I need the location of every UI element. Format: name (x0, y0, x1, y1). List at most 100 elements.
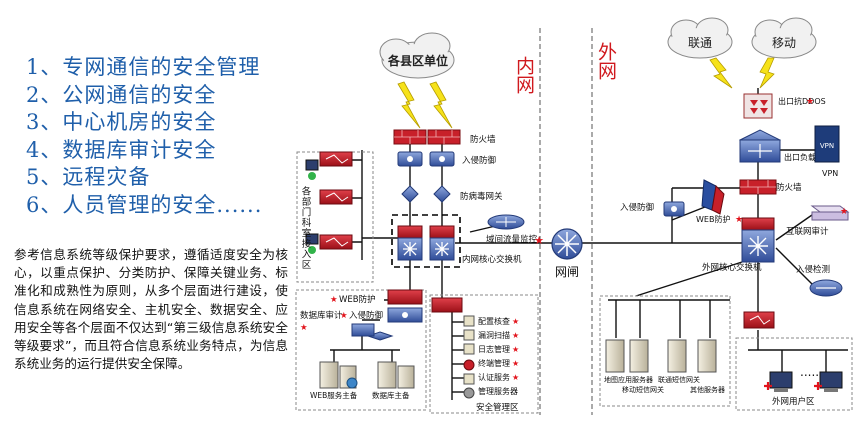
label-sms-gateway: 移动短信网关 (622, 385, 664, 394)
star-icon: ★ (512, 331, 519, 340)
security-tool-icons (463, 315, 475, 399)
list-item: 4、数据库审计安全 (26, 137, 217, 162)
ips-icon (387, 307, 423, 323)
security-topic-list: 1、专网通信的安全管理 2、公网通信的安全 3、中心机房的安全 4、数据库审计安… (26, 54, 262, 219)
label-mgmt-server: 管理服务器 (478, 386, 518, 396)
internet-audit-icon (810, 205, 850, 221)
label-config-check: 配置核查 (478, 316, 510, 326)
dept-switch-icon (319, 151, 353, 167)
label-gateway: 网闸 (555, 265, 579, 279)
label-load-balance: 出口负载 (784, 152, 816, 162)
firewall-icon (393, 129, 427, 145)
label-other-server: 其他服务器 (690, 385, 725, 394)
cloud-icon: 移动 (751, 17, 817, 59)
lightning-icon (429, 81, 453, 129)
list-item: 5、远程灾备 (26, 165, 151, 189)
dept-switch-icon (319, 189, 353, 205)
connection-lines (330, 88, 848, 400)
firewall-icon (739, 179, 777, 195)
lightning-icon (759, 57, 775, 89)
cloud-icon: 联通 (667, 17, 733, 59)
label-ips-dc: 入侵防御 (349, 310, 383, 321)
star-icon: ★ (330, 295, 338, 305)
label-internet-audit: 互联网审计 (786, 226, 829, 237)
ips-icon (663, 201, 685, 217)
cloud-label: 移动 (772, 36, 796, 50)
label-firewall-inner: 防火墙 (470, 134, 496, 145)
star-icon: ★ (512, 359, 519, 368)
star-icon: ★ (300, 323, 308, 333)
user-pc-icon (814, 371, 843, 392)
pc-icon (305, 233, 319, 254)
label-ddos: 出口抗DDOS (778, 96, 826, 106)
vpn-icon: VPN (814, 125, 840, 163)
label-ips-inner: 入侵防御 (462, 155, 496, 166)
star-icon: ★ (512, 345, 519, 354)
server-area-box (599, 295, 731, 407)
label-inner-core: 内网核心交换机 (462, 254, 522, 265)
lightning-icon (397, 81, 421, 129)
ips-icon (429, 151, 455, 167)
star-icon: ★ (512, 317, 519, 326)
firewall-icon (427, 129, 461, 145)
label-firewall-outer: 防火墙 (776, 182, 802, 193)
security-switch-icon (431, 297, 463, 313)
label-dept-rooms: 各部门科室接入区 (300, 185, 312, 270)
cloud-icon: 各县区单位 (379, 32, 455, 79)
label-security-zone: 安全管理区 (476, 402, 519, 413)
star-icon: ★ (512, 373, 519, 382)
dept-switch-icon (319, 234, 353, 250)
list-item: 6、人员管理的安全...... (26, 192, 263, 217)
user-area-box (735, 337, 853, 411)
label-ips-outer: 入侵防御 (620, 202, 654, 213)
label-auth-service: 认证服务 (478, 372, 510, 382)
flow-monitor-icon (487, 214, 525, 230)
star-icon: ★ (534, 234, 544, 247)
core-switch-icon (429, 225, 455, 261)
db-audit-icon (351, 323, 394, 341)
zone-label-outer: 外网 (595, 42, 617, 80)
star-icon: ★ (735, 215, 743, 225)
label-terminal-mgmt: 终端管理 (478, 358, 510, 368)
star-icon: ★ (840, 207, 848, 217)
user-pc-icon (764, 371, 793, 392)
pc-icon (305, 159, 319, 180)
server-icon (605, 339, 717, 373)
list-item: 2、公网通信的安全 (26, 82, 217, 107)
intrusion-detect-icon (809, 279, 843, 297)
core-switch-icon (741, 217, 775, 263)
description-paragraph: 参考信息系统等级保护要求，遵循适度安全为核心，以重点保护、分类防护、保障关键业务… (14, 247, 288, 372)
list-item: 1、专网通信的安全管理 (26, 55, 261, 79)
server-icon (377, 361, 415, 389)
label-db-audit: 数据库审计 (300, 310, 343, 321)
datacenter-box (295, 289, 427, 411)
label-waf-outer: WEB防护 (696, 214, 730, 224)
label-db-server: 数据库主备 (372, 390, 410, 400)
cloud-label: 各县区单位 (387, 53, 448, 68)
label-antivirus-gateway: 防病毒网关 (460, 191, 503, 202)
label-intrusion-detect: 入侵检测 (796, 264, 830, 275)
cloud-label: 联通 (688, 36, 712, 50)
zone-label-inner: 内网 (513, 56, 535, 94)
antivirus-gateway-icon (401, 185, 419, 203)
label-vuln-scan: 漏洞扫描 (478, 330, 510, 340)
lightning-icon (709, 57, 733, 89)
core-switch-icon (397, 225, 423, 261)
ddos-icon (743, 93, 773, 119)
star-icon: ★ (340, 311, 348, 321)
vpn-icon-label: VPN (820, 142, 834, 150)
label-log-mgmt: 日志管理 (478, 344, 510, 354)
security-mgmt-box (429, 294, 539, 414)
core-area-box (391, 214, 461, 268)
load-balancer-icon (738, 129, 782, 163)
label-outer-core: 外网核心交换机 (702, 262, 762, 273)
server-icon (319, 361, 358, 389)
gateway-icon (551, 228, 583, 260)
list-item: 3、中心机房的安全 (26, 110, 217, 134)
label-waf-inner: WEB防护 (339, 294, 376, 305)
label-flow-monitor: 域间流量监控 (486, 234, 538, 245)
label-unicom-sms: 联通短信网关 (658, 375, 700, 384)
label-web-server: WEB服务主备 (310, 390, 358, 400)
star-icon: ★ (806, 97, 814, 107)
